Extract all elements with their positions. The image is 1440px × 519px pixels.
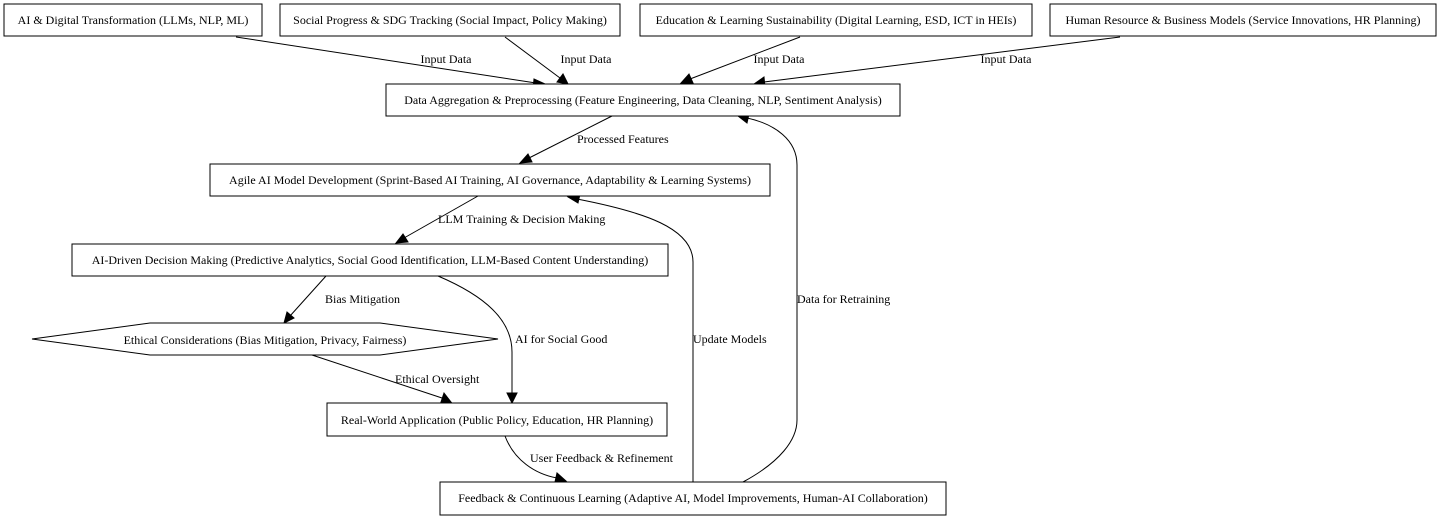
node-real-world-application: Real-World Application (Public Policy, E… bbox=[326, 402, 668, 437]
node-ai-digital-transformation: AI & Digital Transformation (LLMs, NLP, … bbox=[3, 3, 263, 37]
node-feedback-learning: Feedback & Continuous Learning (Adaptive… bbox=[439, 481, 947, 516]
edge-ethical-to-real-world bbox=[311, 354, 453, 403]
edge-label-input-data-4: Input Data bbox=[981, 52, 1033, 66]
edge-real-world-to-feedback bbox=[504, 435, 568, 483]
node-label: Ethical Considerations (Bias Mitigation,… bbox=[124, 333, 407, 347]
edge-label-update-models: Update Models bbox=[693, 332, 767, 346]
node-label: AI & Digital Transformation (LLMs, NLP, … bbox=[18, 13, 249, 27]
edge-label-bias-mitigation: Bias Mitigation bbox=[325, 292, 400, 306]
edge-label-llm-training: LLM Training & Decision Making bbox=[438, 212, 605, 226]
edge-human-resource-to-aggregation bbox=[752, 36, 1121, 88]
node-education-learning: Education & Learning Sustainability (Dig… bbox=[639, 3, 1033, 37]
node-label: Social Progress & SDG Tracking (Social I… bbox=[293, 13, 607, 27]
node-label: Education & Learning Sustainability (Dig… bbox=[656, 13, 1017, 27]
edge-label-input-data-2: Input Data bbox=[561, 52, 613, 66]
node-label: Real-World Application (Public Policy, E… bbox=[341, 413, 653, 427]
node-ai-decision-making: AI-Driven Decision Making (Predictive An… bbox=[71, 243, 669, 277]
edge-label-processed-features: Processed Features bbox=[577, 132, 669, 146]
node-human-resource: Human Resource & Business Models (Servic… bbox=[1049, 3, 1437, 37]
edge-agile-to-decision bbox=[394, 195, 479, 244]
edge-education-to-aggregation bbox=[679, 36, 801, 84]
node-agile-ai-development: Agile AI Model Development (Sprint-Based… bbox=[209, 163, 771, 197]
edge-ai-digital-to-aggregation bbox=[235, 36, 547, 90]
node-label: Human Resource & Business Models (Servic… bbox=[1066, 13, 1421, 27]
node-label: Feedback & Continuous Learning (Adaptive… bbox=[458, 491, 928, 505]
edge-label-user-feedback: User Feedback & Refinement bbox=[530, 451, 674, 465]
edge-label-data-for-retraining: Data for Retraining bbox=[797, 292, 890, 306]
edge-label-input-data-3: Input Data bbox=[754, 52, 806, 66]
edge-aggregation-to-agile bbox=[518, 115, 613, 164]
edge-label-ethical-oversight: Ethical Oversight bbox=[395, 372, 480, 386]
node-label: Data Aggregation & Preprocessing (Featur… bbox=[404, 93, 882, 107]
node-label: Agile AI Model Development (Sprint-Based… bbox=[229, 173, 751, 187]
edge-label-input-data-1: Input Data bbox=[421, 52, 473, 66]
edge-decision-to-ethical bbox=[283, 275, 327, 324]
node-label: AI-Driven Decision Making (Predictive An… bbox=[92, 253, 649, 267]
node-data-aggregation: Data Aggregation & Preprocessing (Featur… bbox=[385, 83, 901, 117]
node-social-progress: Social Progress & SDG Tracking (Social I… bbox=[279, 3, 621, 37]
edge-label-ai-for-social-good: AI for Social Good bbox=[515, 332, 607, 346]
edge-social-progress-to-aggregation bbox=[504, 36, 569, 85]
node-ethical-considerations: Ethical Considerations (Bias Mitigation,… bbox=[31, 322, 499, 356]
edge-decision-to-real-world bbox=[437, 275, 518, 405]
